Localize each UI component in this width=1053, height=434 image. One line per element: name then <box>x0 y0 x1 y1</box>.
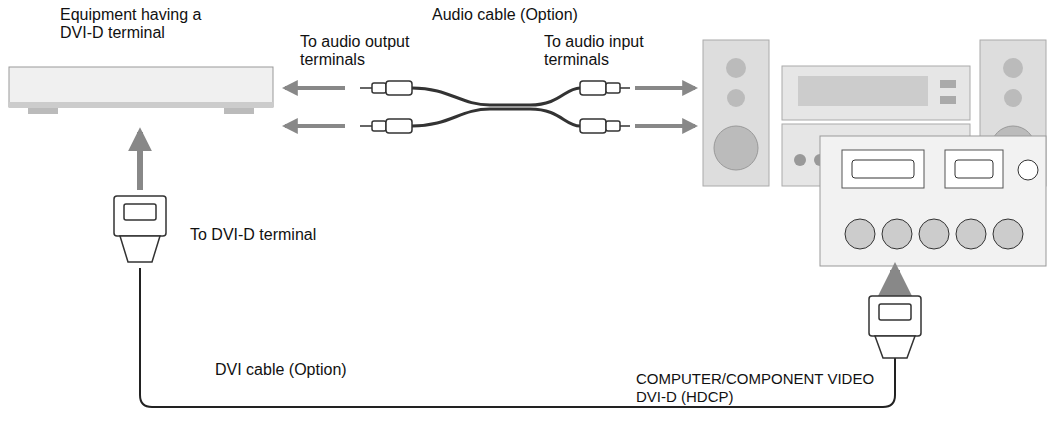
cable-label: To DVI-D terminal <box>190 226 316 244</box>
equipment-heading: Equipment having a DVI-D terminal <box>60 6 230 42</box>
cable-label: DVI cable (Option) <box>215 361 347 379</box>
equipment-box: Equipment having a DVI-D terminal <box>6 6 278 122</box>
cable-label: To audio input terminals <box>544 33 684 69</box>
projector-terminal-panel <box>820 136 1046 266</box>
cable-label: COMPUTER/COMPONENT VIDEO DVI-D (HDCP) <box>636 370 876 406</box>
equipment-housing <box>8 66 274 116</box>
cable-label: Audio cable (Option) <box>432 6 578 24</box>
cable-label: To audio output terminals <box>300 33 440 69</box>
